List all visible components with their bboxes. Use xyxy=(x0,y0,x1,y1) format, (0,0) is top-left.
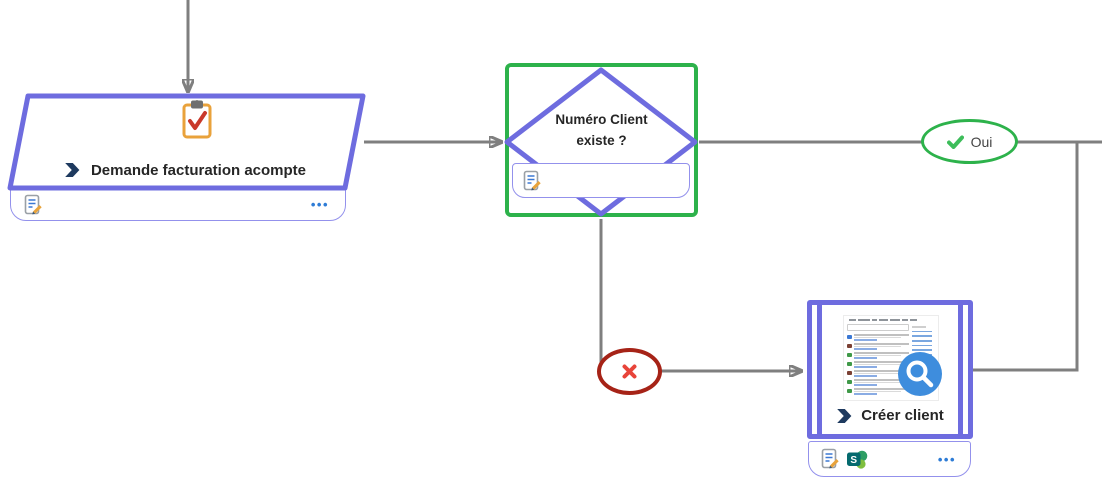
subprocess-left-bar xyxy=(817,305,822,434)
thumbnail-list-item xyxy=(847,343,909,350)
decision-node-label: Numéro Client existe ? xyxy=(555,112,648,148)
edge-label-non[interactable] xyxy=(597,348,662,395)
document-edit-icon[interactable] xyxy=(523,170,542,192)
x-icon xyxy=(621,363,638,380)
check-icon xyxy=(946,135,964,149)
thumbnail-nav-row xyxy=(849,319,936,321)
connector-creer-to-oui-line xyxy=(973,143,1079,372)
creer-more-options-button[interactable]: ••• xyxy=(937,451,956,467)
decision-node-footer xyxy=(512,163,690,198)
thumbnail-list-item xyxy=(847,379,909,386)
creer-node-label: Créer client xyxy=(861,407,944,424)
power-automate-icon xyxy=(64,162,81,178)
svg-text:S: S xyxy=(850,455,857,466)
oui-label: Oui xyxy=(970,133,993,150)
sharepoint-icon[interactable]: S xyxy=(846,449,870,470)
creer-node-footer: S ••• xyxy=(808,441,971,477)
edge-label-oui[interactable]: Oui xyxy=(921,119,1018,164)
thumbnail-list-column xyxy=(847,324,909,397)
demande-node-label: Demande facturation acompte xyxy=(90,161,307,179)
thumbnail-list-item xyxy=(847,352,909,359)
document-edit-icon[interactable] xyxy=(24,194,43,216)
demande-node-title[interactable]: Demande facturation acompte xyxy=(30,157,340,183)
creer-node-title: Créer client xyxy=(812,407,968,424)
thumbnail-list-item xyxy=(847,361,909,368)
clipboard-check-icon xyxy=(181,99,213,141)
magnifier-icon xyxy=(898,352,942,396)
demande-node-footer: ••• xyxy=(10,188,346,221)
creer-client-node[interactable]: Créer client xyxy=(807,300,973,439)
document-edit-icon[interactable] xyxy=(821,448,840,470)
power-automate-icon xyxy=(836,408,853,424)
demande-more-options-button[interactable]: ••• xyxy=(310,197,329,212)
subprocess-right-bar xyxy=(958,305,963,434)
thumbnail-list-item xyxy=(847,388,909,395)
thumbnail-search-bar xyxy=(847,324,909,331)
thumbnail-list-item xyxy=(847,370,909,377)
thumbnail-list-item xyxy=(847,334,909,341)
